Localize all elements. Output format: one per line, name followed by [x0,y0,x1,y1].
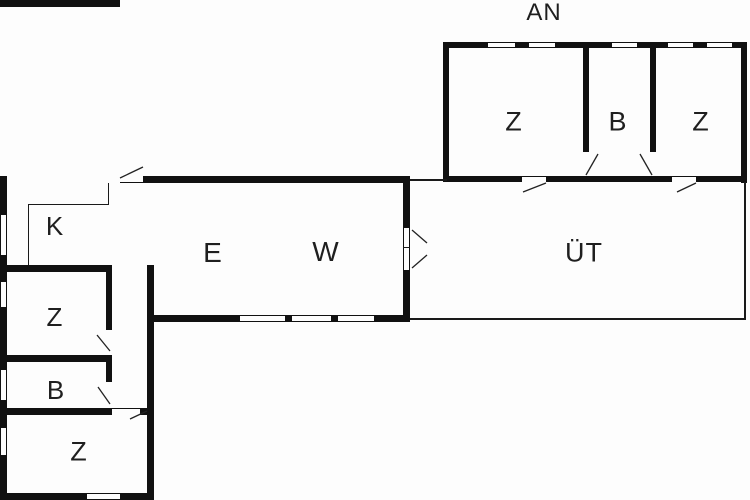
wall-main-top-right [143,176,410,183]
room-label-annex-b: B [608,106,628,137]
kitchen-zone-line-left [28,204,30,265]
wall-annex-interior-1 [583,48,589,152]
door-gap-z-bottom [112,408,140,415]
swing-french-door-top [411,229,428,244]
swing-z-middle-door [96,334,111,352]
room-label-living: W [312,236,340,267]
terrace-edge-bottom [410,318,745,320]
window-annex-3 [612,42,637,48]
door-gap-french [403,228,410,270]
kitchen-zone-line-top [28,204,109,206]
swing-annex-door-1 [585,153,599,176]
wall-annex-top [443,42,747,48]
wall-wing-bottom [0,493,154,500]
swing-annex-door-2 [639,153,653,176]
room-label-annex-title: AN [526,0,562,26]
window-kitchen [0,215,7,255]
wall-annex-interior-2 [650,48,656,152]
window-band-1 [240,315,285,322]
window-annex-4 [668,42,693,48]
terrace-edge-top [410,179,447,181]
room-label-b-left: B [46,375,66,405]
window-b-left [0,370,7,400]
swing-terrace-door-2 [676,182,697,193]
door-gap-terrace-2 [672,176,696,182]
wall-main-left [0,176,7,500]
swing-french-door-bottom [411,254,428,269]
wall-z-middle-stub [106,272,112,330]
door-gap-entry [120,176,143,183]
room-label-dining: E [203,237,223,268]
window-z-bottom [87,493,120,500]
room-label-kitchen: K [45,211,65,241]
room-label-annex-z-right: Z [692,106,710,137]
room-label-z-bottom: Z [70,436,88,467]
wall-annex-right [741,42,747,183]
french-door-mid-line [403,247,410,248]
wall-z-b-divider [0,355,112,362]
room-label-z-middle: Z [46,302,64,332]
window-annex-5 [707,42,732,48]
wall-b-left-stub [106,362,112,382]
window-annex-1 [488,42,515,48]
swing-terrace-door-1 [522,182,547,193]
wall-kitchen-z-divider [0,265,112,272]
swing-b-left-door [97,386,111,405]
window-z-middle [0,282,7,307]
window-annex-2 [529,42,555,48]
door-gap-terrace-1 [522,176,546,182]
room-label-annex-z-left: Z [505,106,523,137]
window-band-3 [338,315,374,322]
wall-annex-bottom [443,176,747,182]
window-band-2 [292,315,331,322]
window-z-bottom-left [0,428,7,455]
wall-annex-left [443,42,449,182]
wall-main-top-left [0,0,120,7]
wall-b-z-divider [0,408,112,415]
wall-wing-right [147,265,154,500]
room-label-terrace: ÜT [565,237,603,268]
terrace-edge-right [744,182,746,320]
kitchen-zone-line-right [108,183,110,205]
